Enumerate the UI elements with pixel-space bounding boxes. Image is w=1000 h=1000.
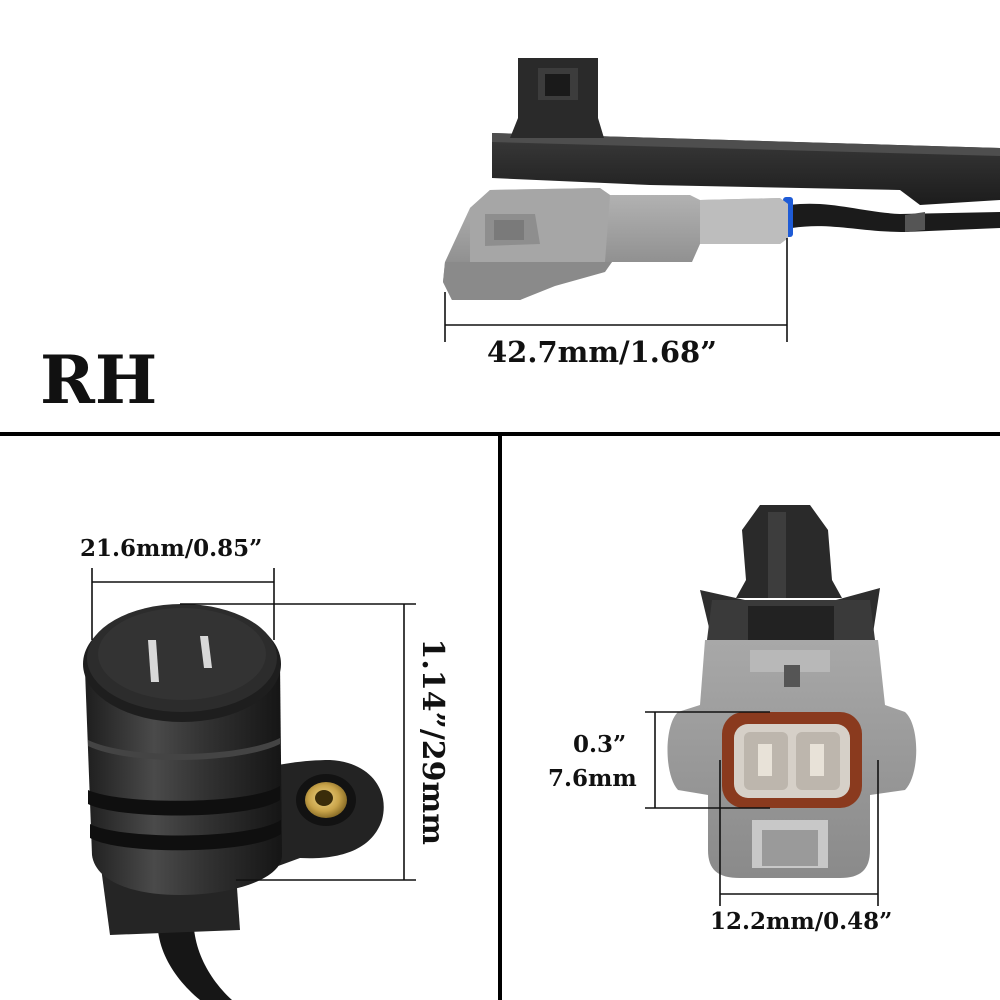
top-connector-length-label: 42.7mm/1.68” bbox=[487, 335, 717, 369]
terminal-slot-left bbox=[758, 744, 772, 776]
side-label-rh: RH bbox=[40, 341, 158, 419]
sensor-dimension-lines bbox=[91, 568, 416, 881]
terminal-pin-left bbox=[148, 640, 159, 682]
vertical-divider bbox=[498, 434, 502, 1000]
top-connector-illustration bbox=[443, 58, 1000, 300]
sensor-diameter-label: 21.6mm/0.85” bbox=[80, 535, 263, 562]
speed-sensor-illustration bbox=[83, 604, 384, 1000]
pin-gap-inch-label: 0.3” bbox=[573, 731, 627, 758]
pin-gap-mm-label: 7.6mm bbox=[548, 765, 637, 792]
terminal-slot-right bbox=[810, 744, 824, 776]
terminal-pin-right bbox=[200, 636, 212, 668]
connector-dimension-lines bbox=[645, 711, 879, 906]
top-dimension-line bbox=[444, 238, 788, 342]
connector-width-label: 12.2mm/0.48” bbox=[710, 908, 893, 935]
connector-face-illustration bbox=[667, 505, 917, 878]
cable bbox=[790, 203, 1000, 232]
connector-clip bbox=[736, 505, 842, 598]
sensor-height-label: 1.14”/29mm bbox=[415, 638, 450, 846]
